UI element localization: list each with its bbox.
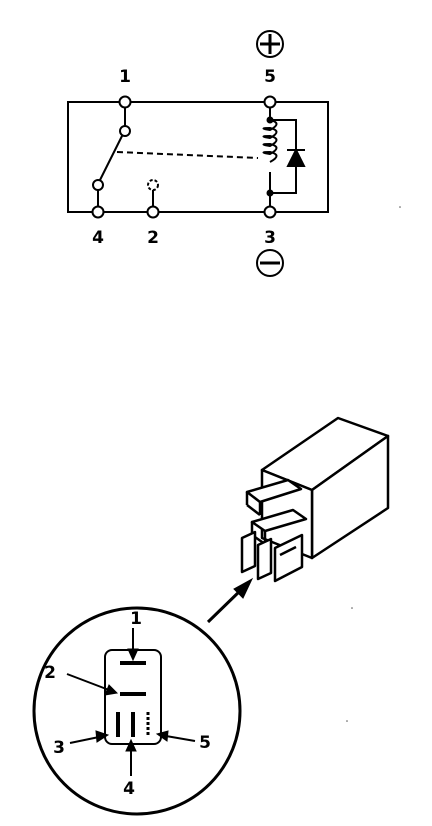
leader-5 xyxy=(165,735,196,742)
relay-pin-center xyxy=(256,537,273,581)
switch-arm xyxy=(99,135,123,181)
leader-2 xyxy=(66,673,110,691)
relay-schematic xyxy=(67,95,329,219)
pin-label-2: 2 xyxy=(44,663,56,683)
relay-pin-top xyxy=(245,478,303,504)
coil-winding xyxy=(262,119,278,163)
terminal-label-1: 1 xyxy=(119,67,131,87)
detail-circle xyxy=(32,606,242,816)
no-contact xyxy=(147,179,159,191)
relay-body-illustration xyxy=(240,416,390,583)
leader-3 xyxy=(69,736,100,744)
scan-speck xyxy=(399,206,401,208)
minus-circle-icon xyxy=(256,249,284,277)
terminal-4-node xyxy=(91,205,105,219)
terminal-label-5: 5 xyxy=(264,67,276,87)
relay-pin-left xyxy=(240,530,257,574)
scan-speck xyxy=(351,607,353,609)
terminal-label-4: 4 xyxy=(92,228,104,248)
pin-label-1: 1 xyxy=(130,609,142,629)
pin-label-5: 5 xyxy=(199,733,211,753)
callout-arrow xyxy=(206,577,254,624)
schematic-frame xyxy=(67,101,329,213)
connector-detail xyxy=(32,606,242,816)
pin-leaders xyxy=(66,628,196,776)
common-contact xyxy=(119,125,131,137)
nc-contact xyxy=(92,179,104,191)
diode-triangle xyxy=(286,147,306,167)
terminal-label-3: 3 xyxy=(264,228,276,248)
terminal-1-node xyxy=(118,95,132,109)
scan-speck xyxy=(346,720,348,722)
terminal-label-2: 2 xyxy=(147,228,159,248)
relay-pin-middle xyxy=(250,508,308,533)
mechanical-link xyxy=(116,151,259,159)
pin-label-3: 3 xyxy=(53,738,65,758)
pin-label-4: 4 xyxy=(123,779,135,799)
terminal-5-node xyxy=(263,95,277,109)
plus-circle-icon xyxy=(256,30,284,58)
terminal-2-node xyxy=(146,205,160,219)
terminal-3-node xyxy=(263,205,277,219)
